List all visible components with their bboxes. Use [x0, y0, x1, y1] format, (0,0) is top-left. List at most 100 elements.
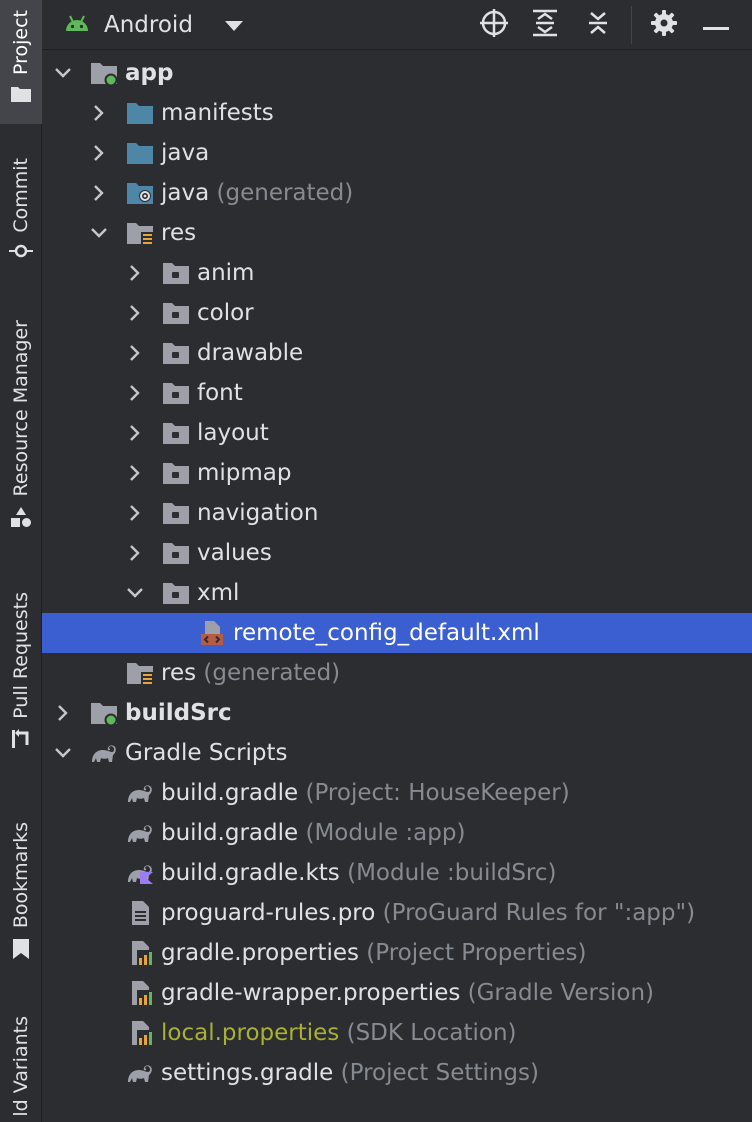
chevron-right-icon[interactable]	[126, 504, 144, 522]
folder-blue-icon	[126, 100, 154, 126]
view-mode-dropdown[interactable]: Android	[64, 0, 243, 50]
chevron-right-icon[interactable]	[90, 144, 108, 162]
item-hint: (Module :app)	[305, 820, 466, 846]
tree-row-xml[interactable]: xml	[42, 573, 752, 613]
tree-row-res[interactable]: res	[42, 213, 752, 253]
item-name: manifests	[161, 100, 274, 126]
tree-item-label: res	[161, 220, 196, 246]
tree-row-gradle-scripts[interactable]: Gradle Scripts	[42, 733, 752, 773]
tree-row-settings-gradle-project-settings[interactable]: settings.gradle (Project Settings)	[42, 1053, 752, 1093]
tree-item-label: build.gradle.kts (Module :buildSrc)	[161, 860, 557, 886]
chevron-down-icon[interactable]	[126, 584, 144, 602]
tree-row-buildsrc[interactable]: buildSrc	[42, 693, 752, 733]
xml-file-icon	[198, 620, 226, 646]
folder-gray-icon	[162, 260, 190, 286]
tree-item-label: layout	[197, 420, 269, 446]
tree-row-manifests[interactable]: manifests	[42, 93, 752, 133]
chevron-right-icon[interactable]	[126, 304, 144, 322]
tree-item-label: settings.gradle (Project Settings)	[161, 1060, 539, 1086]
tree-row-app[interactable]: app	[42, 53, 752, 93]
item-name: layout	[197, 420, 269, 446]
tree-item-label: proguard-rules.pro (ProGuard Rules for "…	[161, 900, 695, 926]
tree-row-gradle-properties-project-properties[interactable]: gradle.properties (Project Properties)	[42, 933, 752, 973]
item-name: res	[161, 220, 197, 246]
tree-row-font[interactable]: font	[42, 373, 752, 413]
folder-gray-icon	[162, 340, 190, 366]
chevron-down-icon[interactable]	[54, 64, 72, 82]
bookmark-icon	[12, 938, 30, 964]
tree-row-res-generated[interactable]: res (generated)	[42, 653, 752, 693]
item-name: settings.gradle	[161, 1060, 334, 1086]
expand-all-button[interactable]	[529, 9, 561, 41]
tab-resource-manager[interactable]: Resource Manager	[0, 320, 42, 550]
item-hint: (Gradle Version)	[467, 980, 654, 1006]
tree-row-java[interactable]: java	[42, 133, 752, 173]
tree-row-navigation[interactable]: navigation	[42, 493, 752, 533]
tree-row-build-gradle-kts-module-buildsrc[interactable]: build.gradle.kts (Module :buildSrc)	[42, 853, 752, 893]
module-icon	[90, 60, 118, 87]
tree-row-remote-config-default-xml[interactable]: remote_config_default.xml	[42, 613, 752, 653]
tab-project[interactable]: Project	[0, 0, 42, 124]
tab-build-variants[interactable]: ld Variants	[0, 1016, 42, 1122]
folder-gray-icon	[162, 540, 190, 566]
item-name: build.gradle	[161, 780, 299, 806]
chevron-right-icon[interactable]	[126, 384, 144, 402]
chevron-right-icon[interactable]	[126, 344, 144, 362]
chevron-down-icon[interactable]	[90, 224, 108, 242]
tree-row-local-properties-sdk-location[interactable]: local.properties (SDK Location)	[42, 1013, 752, 1053]
item-name: mipmap	[197, 460, 292, 486]
tab-bookmarks-label: Bookmarks	[10, 822, 32, 929]
gradle-icon	[90, 740, 118, 766]
tree-row-anim[interactable]: anim	[42, 253, 752, 293]
item-name: values	[197, 540, 272, 566]
chevron-right-icon[interactable]	[54, 704, 72, 722]
tree-row-values[interactable]: values	[42, 533, 752, 573]
item-name: color	[197, 300, 254, 326]
tree-item-label: res (generated)	[161, 660, 340, 686]
tab-resource-manager-label: Resource Manager	[10, 320, 32, 497]
tab-pull-requests[interactable]: Pull Requests	[0, 592, 42, 772]
project-panel: Android	[42, 0, 752, 1122]
text-file-icon	[126, 900, 154, 926]
chevron-right-icon[interactable]	[126, 424, 144, 442]
tree-item-label: manifests	[161, 100, 274, 126]
folder-gray-icon	[162, 300, 190, 326]
tree-row-mipmap[interactable]: mipmap	[42, 453, 752, 493]
collapse-all-button[interactable]	[582, 9, 614, 41]
item-name: buildSrc	[125, 700, 232, 726]
tree-row-build-gradle-project-housekeeper[interactable]: build.gradle (Project: HouseKeeper)	[42, 773, 752, 813]
minimize-button[interactable]	[700, 9, 732, 41]
item-name: res	[161, 660, 197, 686]
settings-button[interactable]	[648, 9, 680, 41]
tree-row-build-gradle-module-app[interactable]: build.gradle (Module :app)	[42, 813, 752, 853]
pull-request-icon	[10, 728, 32, 753]
chevron-right-icon[interactable]	[126, 544, 144, 562]
tree-row-gradle-wrapper-properties-gradle-version[interactable]: gradle-wrapper.properties (Gradle Versio…	[42, 973, 752, 1013]
tree-row-java-generated[interactable]: java (generated)	[42, 173, 752, 213]
tab-build-variants-label: ld Variants	[10, 1016, 32, 1117]
tree-row-drawable[interactable]: drawable	[42, 333, 752, 373]
chevron-right-icon[interactable]	[126, 464, 144, 482]
folder-res-icon	[126, 220, 154, 246]
tab-commit[interactable]: Commit	[0, 158, 42, 278]
chevron-right-icon[interactable]	[90, 184, 108, 202]
chevron-right-icon[interactable]	[126, 264, 144, 282]
locate-button[interactable]	[478, 9, 510, 41]
item-name: java	[161, 140, 210, 166]
tree-row-color[interactable]: color	[42, 293, 752, 333]
tab-bookmarks[interactable]: Bookmarks	[0, 822, 42, 972]
tree-item-label: Gradle Scripts	[125, 740, 288, 766]
tree-item-label: navigation	[197, 500, 318, 526]
chevron-down-icon[interactable]	[54, 744, 72, 762]
chevron-right-icon[interactable]	[90, 104, 108, 122]
gradle-icon	[126, 1060, 154, 1086]
properties-icon	[126, 980, 154, 1006]
item-name: local.properties	[161, 1020, 340, 1046]
tree-row-layout[interactable]: layout	[42, 413, 752, 453]
item-hint: (SDK Location)	[346, 1020, 517, 1046]
expand-all-icon	[532, 9, 558, 41]
collapse-all-icon	[585, 9, 611, 41]
tree-item-label: gradle-wrapper.properties (Gradle Versio…	[161, 980, 654, 1006]
gradle-icon	[126, 780, 154, 806]
tree-row-proguard-rules-pro-proguard-rules-for-app[interactable]: proguard-rules.pro (ProGuard Rules for "…	[42, 893, 752, 933]
